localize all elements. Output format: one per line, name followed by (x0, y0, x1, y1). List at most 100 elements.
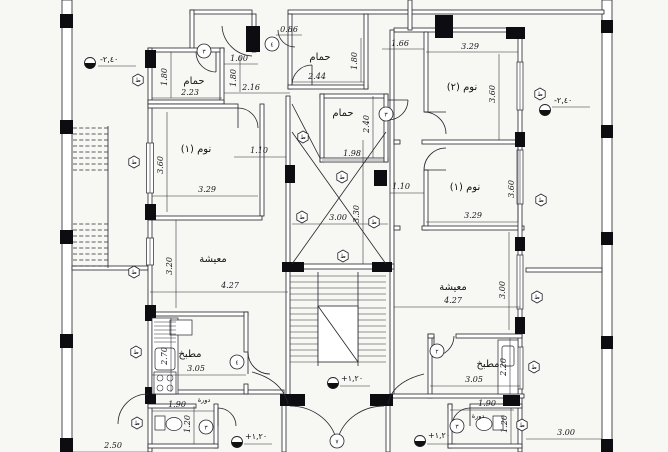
svg-text:ط: ط (131, 159, 137, 166)
room-label-bath-center: حمام (332, 108, 353, 119)
svg-text:ط: ط (300, 134, 306, 141)
dim-3.29-right: 3.29 (464, 211, 482, 220)
hex-tag: ط (336, 170, 348, 184)
property-walls (61, 0, 613, 452)
kitchen-fixtures-left (151, 317, 193, 395)
dim-4.27-left: 4.27 (220, 281, 240, 290)
dim-3.60-right: 3.60 (507, 180, 516, 198)
dim-1.98: 1.98 (343, 149, 361, 158)
dim-2.70: 2.70 (160, 347, 169, 366)
svg-text:ط: ط (538, 197, 544, 204)
hex-tag: ط (128, 155, 140, 169)
dim-1.10-right: 1.10 (392, 182, 410, 191)
circle-tag: ٤ (264, 36, 280, 52)
dim-2.20: 2.20 (499, 358, 508, 377)
hex-tag: ط (130, 345, 142, 359)
room-label-wc-left: دورة (198, 396, 211, 404)
hex-tag: ط (516, 418, 528, 432)
dim-1.90-left: 1.90 (168, 400, 186, 409)
level-plus-1.20-right: +١,٢٠ (428, 431, 450, 440)
hex-tag: ط (132, 73, 144, 87)
room-label-kitchen-left: مطبخ (178, 349, 201, 360)
dim-3.60-left: 3.60 (156, 156, 165, 174)
light-well-shaft (291, 103, 387, 265)
side-ramp-hatch (73, 126, 109, 268)
dim-3.00-shaft: 3.00 (329, 213, 347, 222)
svg-text:ط: ط (371, 219, 377, 226)
windows (146, 61, 524, 390)
doors (117, 25, 471, 439)
circle-tag: ٣ (196, 43, 212, 59)
dim-1.80-b: 1.80 (229, 69, 238, 87)
dim-1.20-right: 1.20 (500, 415, 509, 433)
circle-tag: ٧ (329, 433, 345, 449)
dim-3.29-top-right: 3.29 (461, 42, 479, 51)
dim-1.90-right: 1.90 (478, 399, 496, 408)
staircase (290, 272, 386, 366)
dim-3.30-shaft: 3.30 (352, 205, 361, 223)
dim-3.00-bottom-right: 3.00 (557, 428, 575, 437)
dimension-texts: 0.86 1.00 2.23 2.16 2.44 1.66 3.29 3.29 … (103, 25, 575, 450)
hex-tag: ط (534, 87, 546, 101)
hex-tag: ط (531, 290, 543, 304)
svg-text:٤: ٤ (235, 359, 238, 366)
dimension-lines (72, 34, 602, 452)
circle-tags: ٣ ٤ ٣ ٤ ٣ ٢ ٣ ٧ (196, 36, 465, 449)
level-minus-2.40-right: -٢,٤٠ (554, 96, 572, 105)
svg-text:٧: ٧ (335, 438, 339, 445)
dim-3.00-living-right: 3.00 (498, 281, 507, 299)
circle-tag: ٢ (429, 343, 445, 359)
svg-text:ط: ط (133, 349, 139, 356)
svg-text:ط: ط (134, 420, 140, 427)
room-label-bed2-right: نوم (٢) (447, 82, 478, 93)
hex-tag: ط (296, 210, 308, 224)
dim-1.00: 1.00 (230, 54, 248, 63)
dim-1.20-left: 1.20 (183, 415, 192, 433)
svg-text:ط: ط (531, 364, 537, 371)
hex-tag: ط (535, 193, 547, 207)
level-plus-1.20-left: +١,٢٠ (245, 432, 267, 441)
dim-1.80-a: 1.80 (160, 68, 169, 86)
svg-text:ط: ط (534, 294, 540, 301)
toilet-right (475, 415, 504, 431)
svg-text:٣: ٣ (384, 111, 388, 118)
dim-3.05-right: 3.05 (465, 375, 483, 384)
room-label-bath-top-left: حمام (183, 76, 204, 87)
svg-text:٤: ٤ (270, 41, 273, 48)
dim-0.86: 0.86 (280, 25, 298, 34)
dim-1.80-c: 1.80 (350, 52, 359, 70)
dim-1.10-left: 1.10 (250, 146, 268, 155)
dim-3.05-left: 3.05 (187, 364, 205, 373)
room-label-bed1-right: نوم (١) (450, 182, 481, 193)
svg-text:ط: ط (135, 77, 141, 84)
room-label-bed1-left: نوم (١) (181, 144, 212, 155)
room-label-bath-top-center: حمام (309, 52, 330, 63)
room-label-wc-right: دورة (472, 412, 485, 420)
dim-2.16: 2.16 (241, 83, 260, 92)
room-label-living-left: معيشة (199, 254, 226, 265)
hex-tag: ط (131, 416, 143, 430)
circle-tag: ٣ (378, 106, 394, 122)
columns (60, 14, 613, 452)
level-minus-2.40-left: -٢,٤٠ (100, 55, 118, 64)
svg-text:ط: ط (299, 214, 305, 221)
svg-text:ط: ط (537, 91, 543, 98)
svg-text:ط: ط (131, 269, 137, 276)
dim-3.20: 3.20 (165, 257, 174, 275)
dim-2.44: 2.44 (307, 72, 326, 81)
room-label-kitchen-right: مطبخ (476, 359, 499, 370)
svg-text:ط: ط (519, 422, 525, 429)
room-labels: حمام حمام حمام نوم (١) نوم (٢) نوم (١) م… (178, 52, 499, 420)
level-markers: -٢,٤٠ -٢,٤٠ +١,٢٠ +١,٢٠ +١,٢٠ (84, 55, 590, 448)
dim-2.50: 2.50 (103, 441, 122, 450)
svg-text:٢: ٢ (435, 348, 438, 355)
hex-tags: ط ط ط ط ط ط ط ط ط ط ط ط ط ط ط (128, 73, 547, 432)
dim-4.27-right: 4.27 (443, 296, 463, 305)
svg-text:ط: ط (339, 174, 345, 181)
svg-text:٣: ٣ (455, 423, 459, 430)
svg-text:٣: ٣ (204, 424, 208, 431)
level-plus-1.20-center: +١,٢٠ (341, 374, 363, 383)
dim-3.29-left: 3.29 (198, 185, 216, 194)
